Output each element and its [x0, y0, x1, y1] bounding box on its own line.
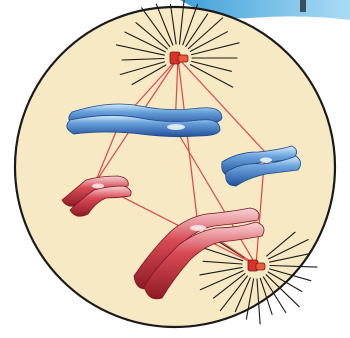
chromosome-blue-large — [67, 104, 222, 137]
